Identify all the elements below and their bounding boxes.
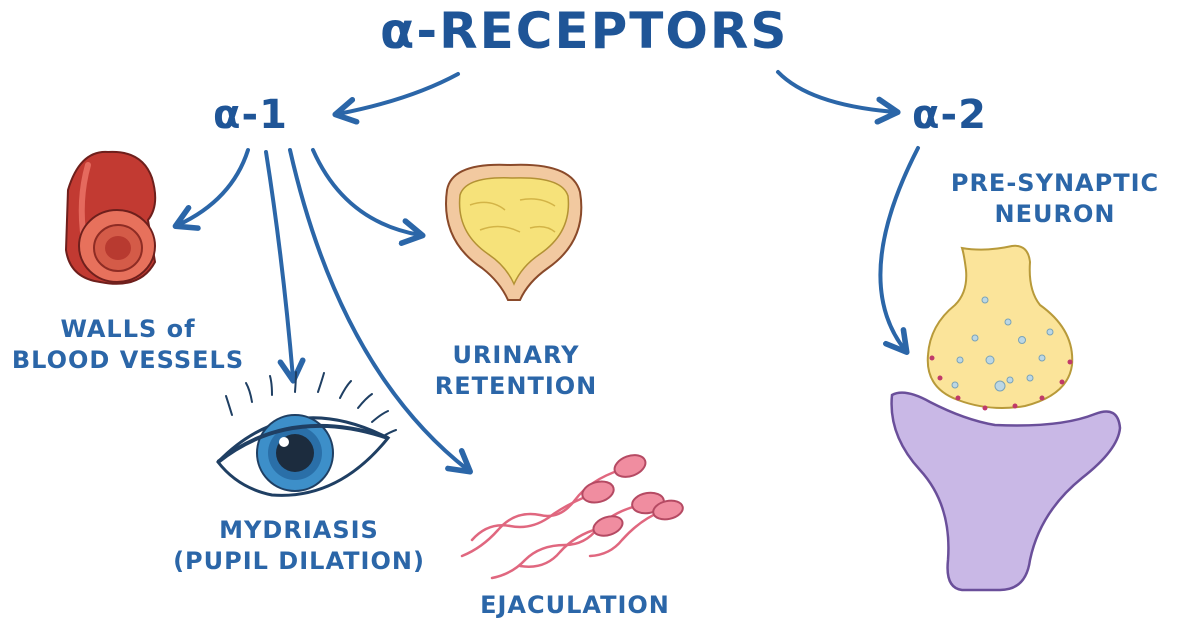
- ejaculation-label: EJACULATION: [480, 591, 670, 619]
- alpha2-label: α-2: [912, 92, 987, 138]
- bladder-icon: [445, 163, 583, 301]
- synapse-icon: [890, 244, 1122, 592]
- sperm-icon: [460, 454, 684, 580]
- arrow-alpha1-to-eye: [264, 150, 306, 384]
- arrow-alpha2-to-neuron: [878, 146, 920, 356]
- alpha1-label: α-1: [213, 92, 288, 138]
- arrow-title-to-alpha1: [332, 72, 460, 125]
- walls-of-blood-vessels-label: WALLS of BLOOD VESSELS: [11, 315, 245, 374]
- mydriasis-label: MYDRIASIS (PUPIL DILATION): [173, 516, 425, 575]
- presynaptic-neuron-label: PRE-SYNAPTIC NEURON: [950, 169, 1160, 228]
- arrow-title-to-alpha2: [776, 70, 901, 125]
- arrow-alpha1-to-vessel: [172, 148, 250, 231]
- arrow-alpha1-to-ejaculation: [288, 148, 474, 475]
- diagram-title: α-RECEPTORS: [380, 2, 789, 60]
- eye-icon: [216, 371, 397, 497]
- blood-vessel-icon: [64, 150, 157, 285]
- arrow-alpha1-to-bladder: [311, 148, 426, 246]
- urinary-retention-label: URINARY RETENTION: [434, 341, 598, 400]
